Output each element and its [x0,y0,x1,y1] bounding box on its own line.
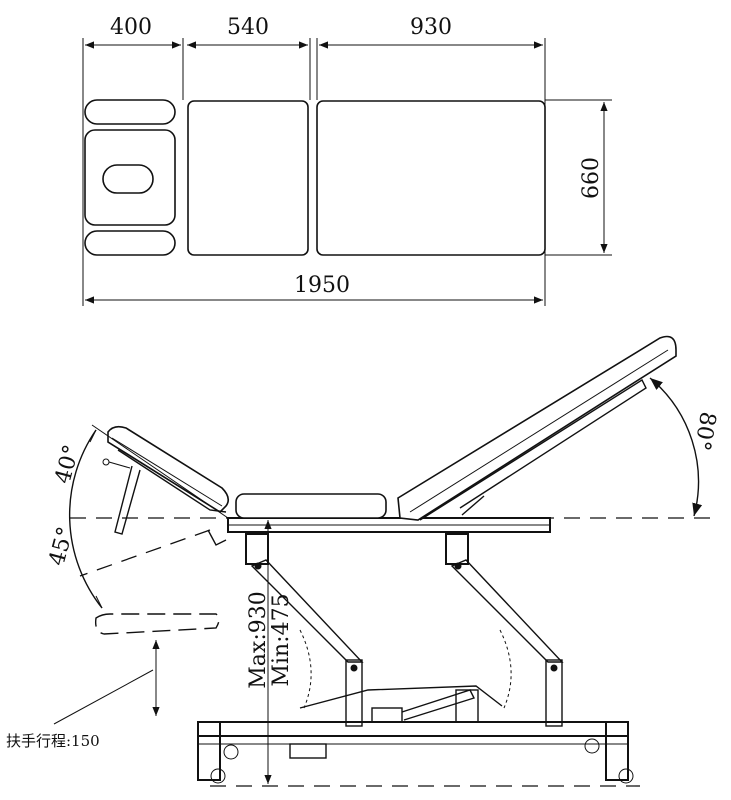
actuator-rod [401,689,475,721]
linkage [299,685,503,709]
pedal [289,743,327,759]
angle-arc-head [68,429,103,609]
back-rest-frame [419,378,647,521]
caster-right [618,768,634,784]
actuator-motor [371,707,403,723]
face-hole [102,164,154,194]
height-max: Max:930 [246,591,271,688]
back-rest-line [409,349,669,513]
seat-pad [235,493,387,519]
back-rest-pad [397,335,677,521]
dim-foot: 930 [410,15,452,40]
head-knob [102,458,110,466]
actuator-housing [455,689,479,723]
armrest-travel-label: 扶手行程:150 [6,732,100,750]
middle-pad [187,100,309,256]
armrest-pad-lower [84,230,176,256]
spring-left [299,629,312,709]
head-knob-rod [108,461,131,469]
armrest-lowered [94,613,220,635]
armrest-pad-upper [84,99,176,125]
head-section-pad [107,425,230,514]
pivot-left-bottom [350,664,358,672]
column-bracket-right [445,533,469,565]
dim-width: 660 [579,157,604,199]
arc-tick [95,595,103,609]
angle-ref-line [91,424,229,519]
spring-right [499,629,512,709]
base-foot-right [605,721,629,781]
head-down-line [79,529,211,577]
head-section-frame [117,449,227,513]
angle-head-down: 45° [45,524,79,568]
foot-pad [316,100,546,256]
column-bracket-left [245,533,269,565]
pivot-right-bottom [550,664,558,672]
leg-right-post [545,659,563,727]
wheel-lever-left [223,744,239,760]
angle-head-up: 40° [51,442,85,486]
dim-head: 400 [110,15,152,40]
head-section [102,425,230,546]
height-min: Min:475 [269,593,294,686]
angle-back-rest: 80° [689,410,720,453]
back-rest-strut [461,495,485,516]
head-hinge [207,529,227,546]
top-view: 400 540 930 660 1950 [82,15,612,306]
leg-left-post [345,659,363,727]
base-foot-left [197,721,221,781]
dim-middle: 540 [227,15,269,40]
angle-arc-back [649,377,703,517]
caster-left [210,768,226,784]
base-frame [197,721,629,737]
head-section-line [111,437,223,507]
wheel-lever-right [584,738,600,754]
back-rest [397,335,677,521]
dim-total-length: 1950 [294,273,350,298]
armrest-leader-line [53,669,154,725]
arc-tick [89,429,97,443]
side-view: 80° 40° 45° 扶手行程:150 [6,335,720,787]
head-armrest-bracket [114,465,141,535]
